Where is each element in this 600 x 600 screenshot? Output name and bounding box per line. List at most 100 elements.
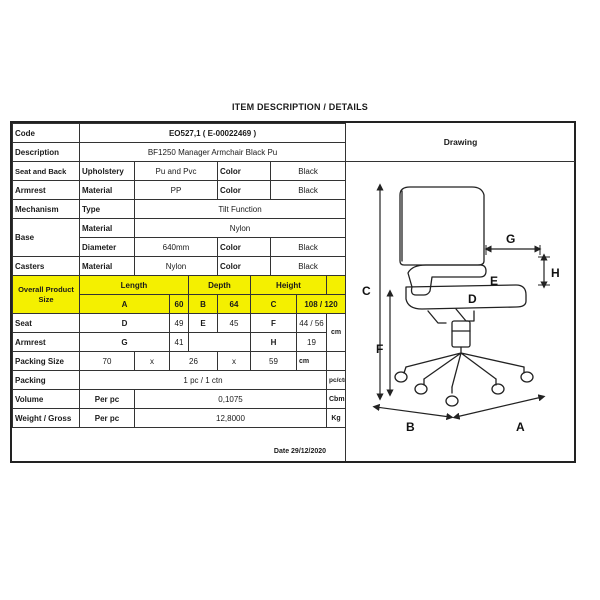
dim-g-value: 41	[169, 332, 189, 352]
weight-per: Per pc	[79, 408, 135, 428]
description-value: BF1250 Manager Armchair Black Pu	[78, 142, 347, 162]
dim-f-letter: F	[250, 313, 297, 333]
seat	[405, 284, 527, 310]
length-label: Length	[79, 275, 189, 295]
description-label: Description	[12, 142, 80, 162]
row-volume: Volume Per pc 0,1075 Cbm	[12, 389, 347, 409]
dim-e-value: 45	[217, 313, 251, 333]
seat-back-value: Pu and Pvc	[134, 161, 218, 181]
base	[405, 346, 525, 388]
dim-a-value: 60	[169, 294, 189, 314]
spec-table: Code EO527,1 ( E-00022469 ) Description …	[12, 123, 347, 428]
dim-label-d: D	[468, 292, 477, 306]
code-label: Code	[12, 123, 80, 143]
dim-a-letter: A	[79, 294, 170, 314]
drawing-label: Drawing	[346, 123, 575, 162]
armrest-sub: Material	[79, 180, 135, 200]
weight-label: Weight / Gross	[12, 408, 80, 428]
weight-unit: Kg	[325, 408, 347, 428]
row-packing-size: Packing Size 70 x 26 x 59 cm	[12, 351, 347, 371]
row-code: Code EO527,1 ( E-00022469 )	[12, 123, 347, 143]
seat-back-color: Black	[269, 161, 347, 181]
volume-per: Per pc	[79, 389, 135, 409]
base-color: Black	[269, 237, 347, 257]
armrest-dims-label: Armrest	[12, 332, 80, 352]
overall-head-blank	[325, 275, 347, 295]
armrest-dims-blank	[188, 332, 251, 352]
page-title: ITEM DESCRIPTION / DETAILS	[231, 102, 369, 112]
dim-label-g: G	[506, 232, 515, 246]
base-label: Base	[12, 218, 80, 257]
volume-value: 0,1075	[134, 389, 327, 409]
dim-c-letter: C	[250, 294, 297, 314]
spec-sheet: Code EO527,1 ( E-00022469 ) Description …	[10, 121, 576, 463]
volume-unit: Cbm	[325, 389, 347, 409]
weight-value: 12,8000	[134, 408, 327, 428]
row-armrest-dims: Armrest G 41 H 19	[12, 332, 346, 352]
drawing-panel: Drawing	[345, 123, 575, 461]
seat-back-label: Seat and Back	[12, 161, 80, 181]
packing-size-blank	[325, 351, 347, 371]
dim-b-value: 64	[217, 294, 251, 314]
mechanism-sub: Type	[79, 199, 135, 219]
row-overall-values: A 60 B 64 C 108 / 120 cm	[13, 294, 347, 314]
dim-d-value: 49	[169, 313, 189, 333]
packing-size-d: 26	[169, 351, 218, 371]
armrest-color-label: Color	[217, 180, 271, 200]
dim-label-b: B	[406, 420, 415, 434]
mechanism-value: Tilt Function	[133, 199, 347, 219]
armrest-label: Armrest	[12, 180, 80, 200]
row-mechanism: Mechanism Type Tilt Function	[12, 199, 347, 219]
packing-unit: pc/ctn	[325, 370, 347, 390]
base-sub1: Material	[79, 218, 135, 238]
dim-h-value: 19	[296, 332, 327, 352]
row-base-material: Base Material Nylon	[12, 218, 347, 257]
dim-label-h: H	[551, 266, 560, 280]
packing-label: Packing	[12, 370, 80, 390]
casters-sub: Material	[79, 256, 135, 276]
base-value2: 640mm	[134, 237, 218, 257]
packing-size-x2: x	[217, 351, 251, 371]
base-color-label: Color	[217, 237, 271, 257]
row-packing: Packing 1 pc / 1 ctn pc/ctn	[12, 370, 347, 390]
dim-h-letter: H	[250, 332, 297, 352]
packing-value: 1 pc / 1 ctn	[79, 370, 327, 390]
dim-label-c: C	[362, 284, 371, 298]
seat-back-sub: Upholstery	[79, 161, 135, 181]
seat-unit: cm	[325, 313, 347, 352]
dim-label-e: E	[490, 274, 498, 288]
packing-size-label: Packing Size	[12, 351, 80, 371]
dim-b-letter: B	[188, 294, 218, 314]
armrest-value: PP	[134, 180, 218, 200]
seat-back-color-label: Color	[217, 161, 271, 181]
row-seat: Seat D 49 E 45 F 44 / 56 cm	[12, 313, 347, 352]
volume-label: Volume	[12, 389, 80, 409]
casters-color: Black	[269, 256, 347, 276]
code-value: EO527,1 ( E-00022469 )	[78, 123, 347, 143]
base-sub2: Diameter	[79, 237, 135, 257]
casters-color-label: Color	[217, 256, 271, 276]
row-casters: Casters Material Nylon Color Black	[12, 256, 347, 276]
depth-label: Depth	[188, 275, 251, 295]
packing-size-h: 59	[250, 351, 297, 371]
dim-g-letter: G	[79, 332, 170, 352]
dim-f-value: 44 / 56	[296, 313, 327, 333]
armrest-color: Black	[269, 180, 347, 200]
dim-e-letter: E	[188, 313, 218, 333]
row-seat-back: Seat and Back Upholstery Pu and Pvc Colo…	[12, 161, 347, 181]
packing-size-w: 70	[79, 351, 135, 371]
row-armrest: Armrest Material PP Color Black	[12, 180, 347, 200]
row-overall-head: Overall Product Size Length Depth Height	[12, 275, 347, 314]
row-weight: Weight / Gross Per pc 12,8000 Kg	[12, 408, 347, 428]
base-value1: Nylon	[133, 218, 347, 238]
chair-drawing: C F G H E D B A	[362, 183, 560, 434]
overall-label: Overall Product Size	[12, 275, 80, 314]
seat-label: Seat	[12, 313, 80, 333]
row-description: Description BF1250 Manager Armchair Blac…	[12, 142, 347, 162]
packing-size-x1: x	[134, 351, 170, 371]
dim-d-letter: D	[79, 313, 170, 333]
packing-size-unit: cm	[296, 351, 327, 371]
dim-label-f: F	[376, 342, 383, 356]
casters-value: Nylon	[134, 256, 218, 276]
casters-label: Casters	[12, 256, 80, 276]
